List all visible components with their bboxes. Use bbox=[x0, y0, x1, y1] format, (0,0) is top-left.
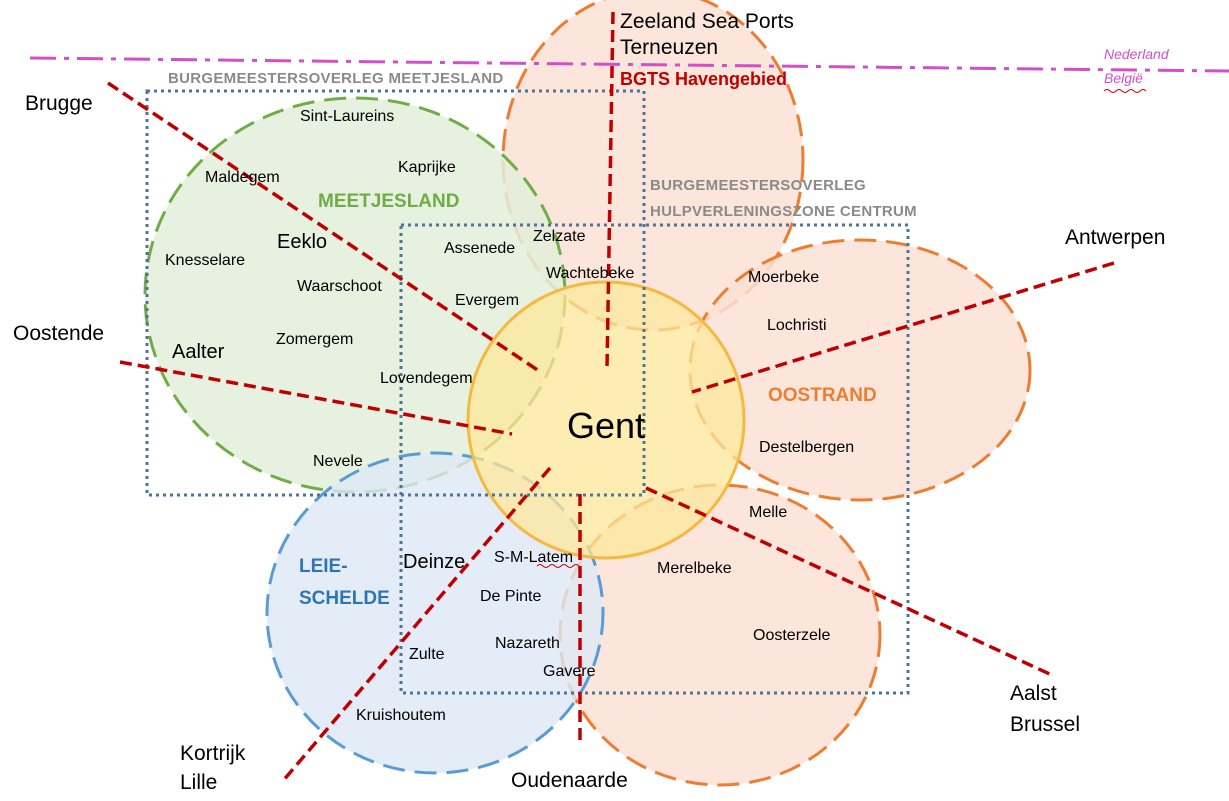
region-meetjesland-label: MEETJESLAND bbox=[318, 191, 460, 212]
region-leieschelde-label-2: SCHELDE bbox=[299, 588, 390, 609]
axis-oostende bbox=[119, 360, 513, 436]
ext-zeeland-label: Zeeland Sea Ports bbox=[620, 10, 794, 33]
muni-sint-laureins: Sint-Laureins bbox=[300, 108, 395, 125]
country-border-line bbox=[29, 56, 1229, 73]
muni-moerbeke: Moerbeke bbox=[748, 269, 820, 286]
axis-zeeland bbox=[605, 11, 615, 369]
spellcheck-mark-belgie bbox=[1103, 89, 1147, 93]
muni-nazareth: Nazareth bbox=[495, 635, 560, 652]
muni-wachtebeke: Wachtebeke bbox=[546, 265, 635, 282]
muni-kaprijke: Kaprijke bbox=[398, 159, 456, 176]
muni-zomergem: Zomergem bbox=[276, 331, 354, 348]
muni-gavere: Gavere bbox=[543, 663, 596, 680]
muni-lovendegem: Lovendegem bbox=[380, 370, 473, 387]
axis-aalst bbox=[645, 486, 1055, 678]
gent-circle bbox=[466, 280, 746, 560]
ext-kortrijk-label: Kortrijk bbox=[180, 742, 246, 765]
muni-assenede: Assenede bbox=[444, 240, 516, 257]
muni-nevele: Nevele bbox=[313, 453, 363, 470]
ext-aalst-label: Aalst bbox=[1010, 682, 1057, 705]
muni-kruishoutem: Kruishoutem bbox=[356, 707, 446, 724]
overleg-centrum-label-2: HULPVERLENINGSZONE CENTRUM bbox=[650, 203, 917, 220]
muni-melle: Melle bbox=[749, 504, 788, 521]
muni-aalter: Aalter bbox=[172, 341, 225, 363]
zeeland-petal bbox=[501, 0, 805, 332]
muni-oosterzele: Oosterzele bbox=[753, 627, 831, 644]
bgts-label: BGTS Havengebied bbox=[620, 69, 788, 89]
muni-maldegem: Maldegem bbox=[205, 169, 280, 186]
oostrand-petal bbox=[688, 238, 1032, 502]
region-gent-label: Gent bbox=[567, 405, 646, 446]
region-oostrand-label: OOSTRAND bbox=[768, 385, 877, 406]
overleg-centrum-label-1: BURGEMEESTERSOVERLEG bbox=[650, 177, 867, 194]
ext-antwerpen-label: Antwerpen bbox=[1065, 226, 1166, 249]
muni-lochristi: Lochristi bbox=[767, 317, 827, 334]
leieschelde-petal bbox=[265, 451, 605, 775]
muni-zelzate: Zelzate bbox=[533, 228, 586, 245]
centrum-overleg-box bbox=[399, 223, 910, 695]
ext-oudenaarde-label: Oudenaarde bbox=[511, 769, 628, 792]
ext-brugge-label: Brugge bbox=[25, 92, 93, 115]
muni-de-pinte: De Pinte bbox=[480, 588, 542, 605]
axis-antwerpen bbox=[691, 261, 1115, 394]
muni-zulte: Zulte bbox=[409, 646, 445, 663]
muni-s-m-latem: S-M-Latem bbox=[494, 549, 574, 566]
muni-waarschoot: Waarschoot bbox=[297, 278, 382, 295]
ext-lille-label: Lille bbox=[180, 771, 218, 794]
spellcheck-mark-latem bbox=[536, 564, 580, 568]
muni-knesselare: Knesselare bbox=[165, 252, 246, 269]
muni-eeklo: Eeklo bbox=[277, 231, 328, 253]
overleg-meetjesland-label: BURGEMEESTERSOVERLEG MEETJESLAND bbox=[168, 70, 504, 87]
muni-merelbeke: Merelbeke bbox=[657, 560, 732, 577]
muni-deinze: Deinze bbox=[403, 551, 466, 573]
border-label-belgie: België bbox=[1104, 70, 1143, 86]
ext-terneuzen-label: Terneuzen bbox=[620, 36, 719, 59]
meetjesland-overleg-box bbox=[145, 89, 646, 497]
ext-brussel-label: Brussel bbox=[1010, 713, 1081, 736]
axis-kortrijk bbox=[280, 466, 552, 784]
muni-destelbergen: Destelbergen bbox=[759, 439, 855, 456]
border-label-nederland: Nederland bbox=[1104, 46, 1169, 62]
axis-brugge bbox=[107, 81, 543, 375]
region-leieschelde-label-1: LEIE- bbox=[299, 556, 348, 577]
ext-oostende-label: Oostende bbox=[13, 322, 105, 345]
muni-evergem: Evergem bbox=[455, 292, 520, 309]
